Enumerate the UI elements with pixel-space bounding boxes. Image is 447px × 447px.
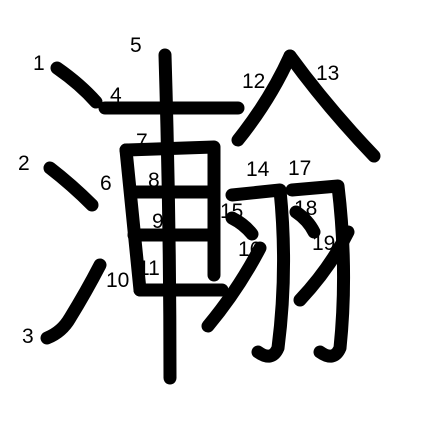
stroke-18 xyxy=(289,205,321,239)
stroke-number-11: 11 xyxy=(138,257,160,280)
stroke-2 xyxy=(43,161,99,212)
stroke-number-14: 14 xyxy=(246,158,270,181)
stroke-5 xyxy=(158,48,177,385)
character-strokes xyxy=(40,48,381,385)
stroke-number-8: 8 xyxy=(148,169,160,192)
stroke-number-18: 18 xyxy=(294,197,317,220)
stroke-number-12: 12 xyxy=(242,70,265,93)
stroke-6 xyxy=(119,143,147,297)
stroke-number-2: 2 xyxy=(18,152,30,175)
stroke-number-19: 19 xyxy=(312,232,335,255)
stroke-number-labels: 1 2 3 4 5 6 7 8 9 10 11 12 13 14 15 16 1… xyxy=(18,34,339,348)
stroke-number-3: 3 xyxy=(22,325,34,348)
stroke-19 xyxy=(293,225,355,307)
stroke-number-10: 10 xyxy=(106,269,129,292)
stroke-number-1: 1 xyxy=(33,52,45,75)
stroke-15 xyxy=(225,211,259,241)
stroke-number-13: 13 xyxy=(316,62,339,85)
stroke-number-6: 6 xyxy=(100,172,112,195)
stroke-16 xyxy=(201,241,267,333)
stroke-number-5: 5 xyxy=(130,34,142,57)
stroke-14 xyxy=(225,183,291,363)
stroke-3 xyxy=(40,258,107,345)
stroke-13 xyxy=(283,49,381,163)
stroke-number-4: 4 xyxy=(110,84,122,107)
stroke-number-7: 7 xyxy=(136,130,148,153)
stroke-1 xyxy=(50,61,103,109)
stroke-number-15: 15 xyxy=(220,200,243,223)
stroke-number-17: 17 xyxy=(288,157,311,180)
stroke-12 xyxy=(231,49,297,147)
stroke-number-16: 16 xyxy=(238,238,261,261)
stroke-17 xyxy=(285,179,351,363)
stroke-number-9: 9 xyxy=(152,210,164,233)
